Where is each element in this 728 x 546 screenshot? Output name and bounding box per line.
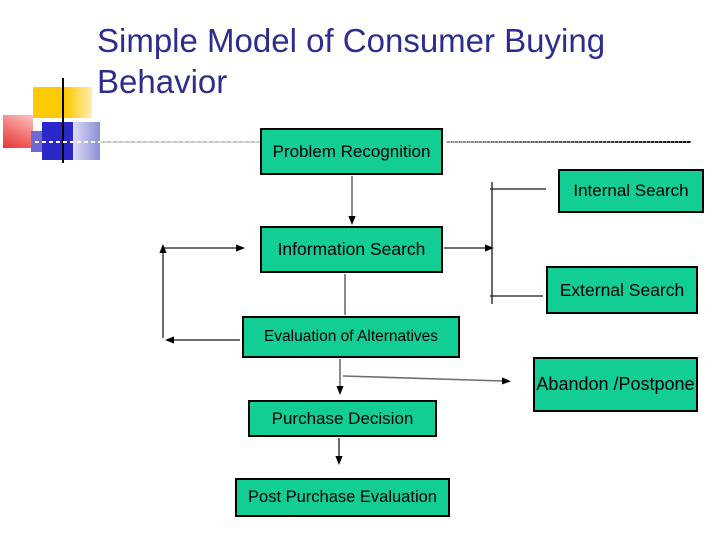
arrow-evaluation-to-abandon <box>342 375 511 385</box>
box-abandon-postpone-label: Abandon /Postpone <box>536 374 695 394</box>
slide-title: Simple Model of Consumer Buying Behavior <box>97 20 697 102</box>
box-information-search-label: Information Search <box>277 239 426 259</box>
box-purchase-decision-label: Purchase Decision <box>271 408 414 428</box>
box-evaluation-of-alternatives: Evaluation of Alternatives <box>242 316 460 358</box>
divider-right-segment <box>446 141 691 143</box>
title-line-1: Simple Model of Consumer Buying <box>97 22 606 59</box>
divider-dashes-over-logo <box>35 141 101 143</box>
divider-left-segment <box>101 141 260 143</box>
box-problem-recognition: Problem Recognition <box>260 128 443 175</box>
box-post-purchase-evaluation-label: Post Purchase Evaluation <box>248 488 437 506</box>
box-internal-search: Internal Search <box>558 169 704 213</box>
box-evaluation-of-alternatives-label: Evaluation of Alternatives <box>263 328 439 345</box>
box-information-search: Information Search <box>260 226 443 273</box>
logo-red-square <box>3 115 33 148</box>
box-post-purchase-evaluation: Post Purchase Evaluation <box>235 478 450 517</box>
box-internal-search-label: Internal Search <box>573 181 689 200</box>
logo-vertical-line <box>62 78 64 163</box>
box-external-search: External Search <box>546 266 698 314</box>
box-problem-recognition-label: Problem Recognition <box>272 141 431 161</box>
box-external-search-label: External Search <box>559 279 685 300</box>
box-purchase-decision: Purchase Decision <box>248 400 437 437</box>
title-line-2: Behavior <box>97 63 228 100</box>
box-abandon-postpone: Abandon /Postpone <box>533 357 698 412</box>
